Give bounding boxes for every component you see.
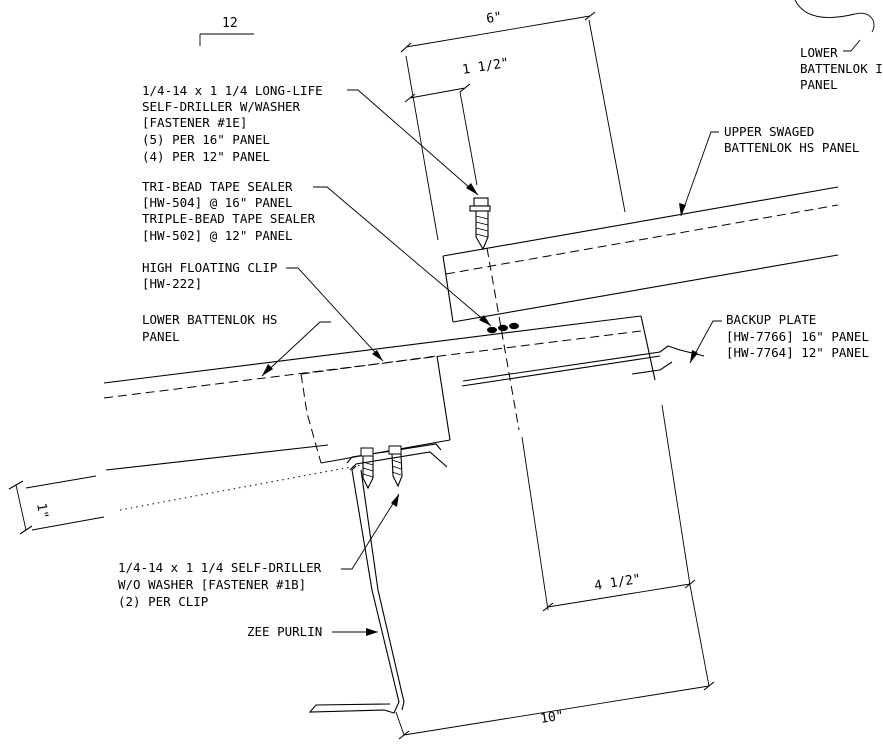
callout-line: LOWER [800, 45, 838, 60]
dim-1-5in: 1 1/2" [461, 56, 510, 78]
callout-line: TRIPLE-BEAD TAPE SEALER [142, 211, 316, 226]
callout-upper-panel: UPPER SWAGED BATTENLOK HS PANEL [679, 124, 859, 217]
callout-line: LOWER BATTENLOK HS [142, 312, 277, 327]
callout-line: UPPER SWAGED [724, 124, 814, 139]
callout-line: BACKUP PLATE [726, 312, 816, 327]
callout-line: SELF-DRILLER W/WASHER [142, 99, 301, 114]
backup-plate [461, 345, 705, 387]
callout-tape-sealer: TRI-BEAD TAPE SEALER [HW-504] @ 16" PANE… [142, 179, 492, 327]
fastener-1b-screws [360, 445, 403, 490]
callout-clip: HIGH FLOATING CLIP [HW-222] [142, 260, 384, 362]
callout-backup-plate: BACKUP PLATE [HW-7766] 16" PANEL [HW-776… [689, 312, 869, 364]
break-curve [794, 0, 875, 33]
callout-line: [HW-7766] 16" PANEL [726, 329, 869, 344]
dimension-lines [8, 11, 715, 740]
callout-line: [HW-222] [142, 276, 202, 291]
callout-line: TRI-BEAD TAPE SEALER [142, 179, 293, 194]
lower-panel [103, 315, 656, 471]
callout-line: PANEL [800, 77, 838, 92]
callout-line: ZEE PURLIN [247, 624, 322, 639]
callout-fastener-1b: 1/4-14 x 1 1/4 SELF-DRILLER W/O WASHER [… [118, 493, 400, 609]
fastener-1e-screw [469, 197, 491, 251]
callout-line: BATTENLOK I [800, 61, 883, 76]
callout-line: (4) PER 12" PANEL [142, 149, 270, 164]
callout-line: [FASTENER #1E] [142, 115, 247, 130]
callout-line: (2) PER CLIP [118, 594, 208, 609]
callout-line: HIGH FLOATING CLIP [142, 260, 277, 275]
callout-lower-panel-top: LOWER BATTENLOK I PANEL [800, 39, 883, 92]
callout-line: 1/4-14 x 1 1/4 LONG-LIFE [142, 83, 323, 98]
high-floating-clip [300, 355, 451, 471]
callout-line: [HW-502] @ 12" PANEL [142, 228, 293, 243]
zee-purlin [308, 465, 405, 714]
construction-lines [119, 19, 691, 611]
callout-line: (5) PER 16" PANEL [142, 132, 270, 147]
callout-line: 1/4-14 x 1 1/4 SELF-DRILLER [118, 560, 322, 575]
dim-1in: 1" [33, 502, 50, 520]
callout-line: BATTENLOK HS PANEL [724, 140, 859, 155]
slope-indicator: 12 [199, 16, 254, 46]
callout-line: W/O WASHER [FASTENER #1B] [118, 577, 306, 592]
tape-sealer-beads [487, 322, 519, 334]
dim-4-5in: 4 1/2" [593, 572, 642, 594]
callout-fastener-1e: 1/4-14 x 1 1/4 LONG-LIFE SELF-DRILLER W/… [142, 83, 479, 196]
callout-zee-purlin: ZEE PURLIN [247, 624, 378, 639]
callout-lower-panel: LOWER BATTENLOK HS PANEL [142, 312, 331, 377]
slope-rise-label: 12 [222, 16, 238, 31]
dim-6in: 6" [485, 10, 503, 27]
callout-line: PANEL [142, 329, 180, 344]
callout-line: [HW-504] @ 16" PANEL [142, 195, 293, 210]
dim-10in: 10" [539, 708, 565, 726]
callout-line: [HW-7764] 12" PANEL [726, 345, 869, 360]
upper-panel [442, 186, 839, 323]
